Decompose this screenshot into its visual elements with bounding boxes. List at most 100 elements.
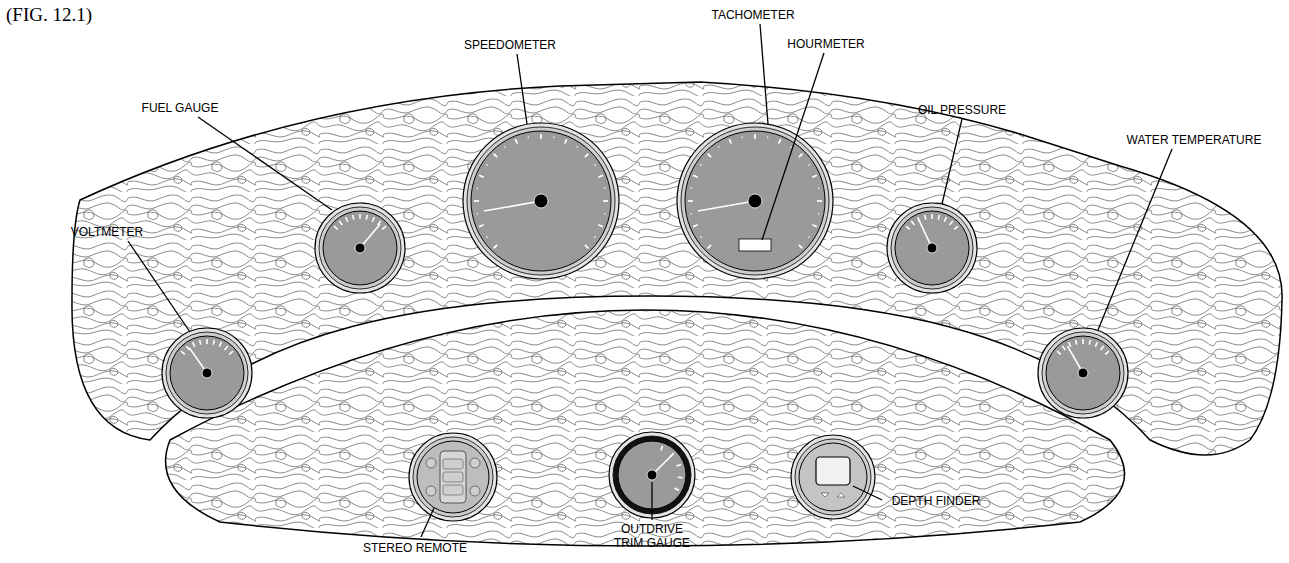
depth-finder-part xyxy=(816,457,850,485)
speedometer-gauge-part xyxy=(494,246,496,248)
leader-line xyxy=(517,54,527,124)
stereo-remote-part xyxy=(426,458,436,468)
fuel-gauge-part xyxy=(315,203,405,293)
depth-finder-part xyxy=(821,493,829,497)
tachometer-gauge-part xyxy=(748,194,762,208)
water-temperature-gauge-part xyxy=(1062,346,1065,350)
speedometer-gauge-part xyxy=(585,154,589,158)
voltmeter-gauge-part xyxy=(200,340,201,345)
leader-line xyxy=(942,119,962,204)
water-temperature-gauge-part xyxy=(1095,342,1097,347)
speedometer-gauge-part xyxy=(605,200,607,202)
tachometer-gauge-part xyxy=(742,136,744,138)
leader-line xyxy=(853,486,882,500)
leader-line xyxy=(762,53,824,240)
part-label: STEREO REMOTE xyxy=(363,541,467,555)
tachometer-gauge-part xyxy=(812,175,817,177)
speedometer-gauge-part xyxy=(480,175,482,177)
part-label: OUTDRIVE TRIM GAUGE xyxy=(607,522,697,550)
fuel-gauge xyxy=(315,203,405,293)
speedometer-gauge-part xyxy=(598,175,603,177)
stereo-remote-part xyxy=(417,441,489,513)
tachometer-gauge-part xyxy=(685,131,825,271)
part-label: OIL PRESSURE xyxy=(918,103,1006,117)
tachometer-gauge-part xyxy=(694,175,696,177)
water-temperature-gauge-part xyxy=(1105,351,1109,354)
speedometer-gauge-part xyxy=(528,136,530,138)
gauge-set xyxy=(162,123,1128,521)
part-label: HOURMETER xyxy=(787,37,864,51)
part-label: TACHOMETER xyxy=(711,8,794,22)
stereo-remote-part xyxy=(413,437,493,517)
tachometer-gauge-part xyxy=(814,175,816,177)
speedometer-gauge-part xyxy=(565,139,567,144)
voltmeter-gauge xyxy=(162,328,252,418)
tachometer-gauge-part xyxy=(754,134,756,139)
voltmeter-gauge-part xyxy=(170,336,244,410)
oil-pressure-gauge-part xyxy=(954,226,958,229)
fuel-gauge-part xyxy=(355,243,365,253)
tachometer-gauge-part xyxy=(708,154,710,156)
water-temperature-gauge-part xyxy=(1101,346,1104,350)
speedometer-gauge-part xyxy=(553,136,555,138)
speedometer-gauge-part xyxy=(486,164,488,166)
tachometer-gauge-part xyxy=(700,236,702,238)
fuel-gauge-part xyxy=(339,221,342,225)
tachometer-gauge-part xyxy=(799,245,803,249)
tachometer-gauge-part xyxy=(688,200,693,202)
oil-pressure-gauge-part xyxy=(927,243,937,253)
oil-pressure-gauge-part xyxy=(891,207,973,289)
speedometer-gauge-part xyxy=(565,140,567,142)
tachometer-gauge-part xyxy=(694,225,696,227)
lower-panel xyxy=(166,310,1125,546)
part-label: DEPTH FINDER xyxy=(892,494,981,508)
tachometer-gauge-part xyxy=(814,225,816,227)
speedometer-gauge-part xyxy=(515,140,517,142)
water-temperature-gauge-part xyxy=(1078,368,1088,378)
oil-pressure-gauge-part xyxy=(938,215,939,220)
speedometer-gauge-part xyxy=(594,236,596,238)
tachometer-gauge-part xyxy=(708,246,710,248)
oil-pressure-gauge xyxy=(887,203,977,293)
speedometer-gauge-part xyxy=(576,146,578,148)
voltmeter-gauge-part xyxy=(166,332,248,414)
tachometer-gauge-part xyxy=(700,164,702,166)
oil-pressure-gauge-part xyxy=(950,221,953,225)
voltmeter-gauge-part xyxy=(225,346,228,350)
speedometer-gauge-part xyxy=(494,154,496,156)
tachometer-gauge-part xyxy=(790,146,792,148)
speedometer-gauge-part xyxy=(515,139,517,144)
tachometer-gauge-part xyxy=(677,123,833,279)
water-temperature-gauge-part xyxy=(1042,332,1124,414)
part-label: FUEL GAUGE xyxy=(142,101,219,115)
speedometer-gauge-part xyxy=(475,200,477,202)
water-temperature-gauge-part xyxy=(1069,342,1071,347)
voltmeter-gauge-part xyxy=(213,340,214,345)
tachometer-gauge-part xyxy=(779,139,781,144)
stereo-remote-part xyxy=(443,459,463,469)
speedometer-gauge-part xyxy=(540,134,542,139)
speedometer-gauge-part xyxy=(494,245,498,249)
oil-pressure-gauge-part xyxy=(931,214,933,219)
water-temperature-gauge-part xyxy=(1089,340,1090,345)
fuel-gauge-part xyxy=(366,215,367,220)
tachometer-gauge-part xyxy=(767,136,769,138)
speedometer-gauge-part xyxy=(486,236,488,238)
fuel-gauge-part xyxy=(346,217,348,222)
water-temperature-gauge-part xyxy=(1082,339,1084,344)
part-label: SPEEDOMETER xyxy=(464,38,556,52)
oil-pressure-gauge-part xyxy=(906,226,910,229)
speedometer-gauge-part xyxy=(598,225,603,227)
fuel-gauge-part xyxy=(382,226,386,229)
speedometer-gauge-part xyxy=(540,135,542,137)
speedometer-gauge-part xyxy=(480,225,482,227)
tachometer-gauge-part xyxy=(779,140,781,142)
oil-pressure-gauge-part xyxy=(944,217,946,222)
leader-lines xyxy=(128,24,1172,537)
tachometer-gauge-part xyxy=(689,200,691,202)
voltmeter-gauge-part xyxy=(219,342,221,347)
speedometer-gauge-part xyxy=(474,200,479,202)
water-temperature-gauge-part xyxy=(1038,328,1128,418)
